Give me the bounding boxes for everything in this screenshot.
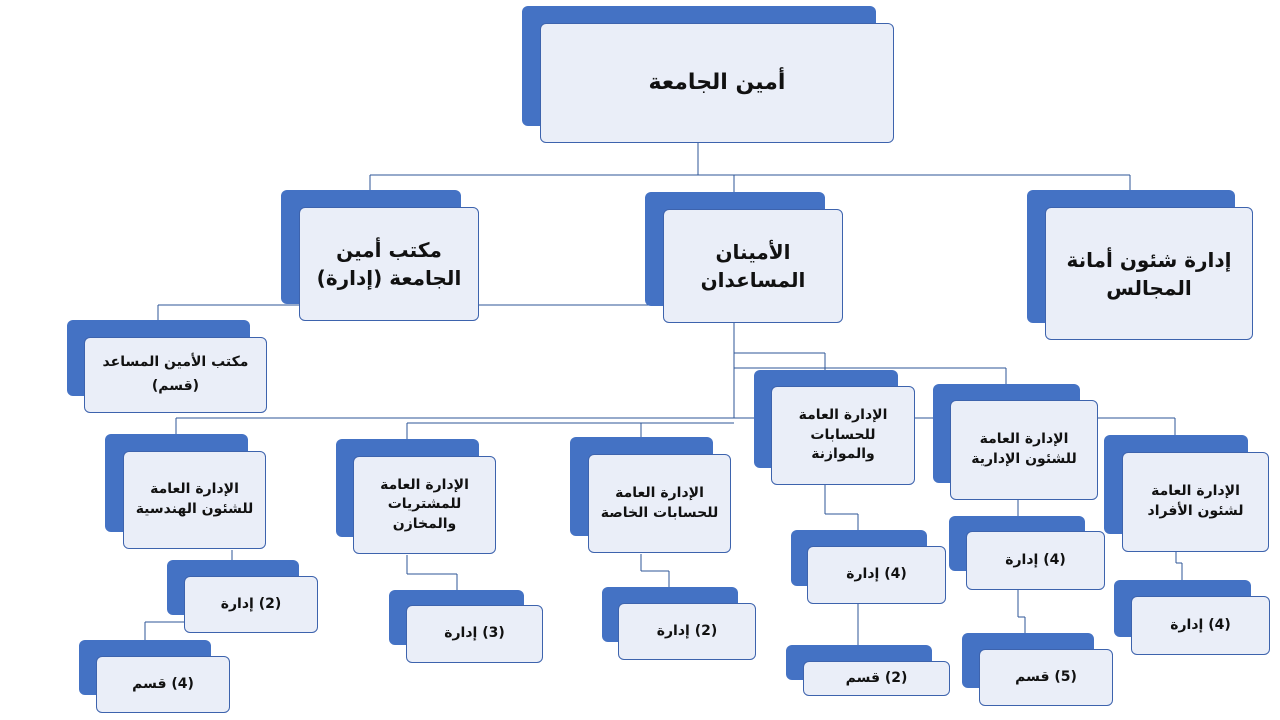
node-label: مكتب الأمين المساعد (قسم) xyxy=(84,337,267,413)
node-label: (4) إدارة xyxy=(966,531,1105,590)
node-label: الإدارة العامة لشئون الأفراد xyxy=(1122,452,1269,552)
node-label: الإدارة العامة للمشتريات والمخازن xyxy=(353,456,496,554)
node-label: أمين الجامعة xyxy=(540,23,894,143)
node-label: (2) إدارة xyxy=(618,603,756,660)
node-label: (2) إدارة xyxy=(184,576,318,633)
node-label: (5) قسم xyxy=(979,649,1113,706)
node-label: الإدارة العامة للحسابات الخاصة xyxy=(588,454,731,553)
node-label: الإدارة العامة للحسابات والموازنة xyxy=(771,386,915,485)
node-label: (4) إدارة xyxy=(807,546,946,604)
node-label: الإدارة العامة للشئون الإدارية xyxy=(950,400,1098,500)
node-label: الأمينان المساعدان xyxy=(663,209,843,323)
node-label: إدارة شئون أمانة المجالس xyxy=(1045,207,1253,340)
node-label: مكتب أمين الجامعة (إدارة) xyxy=(299,207,479,321)
node-label: (4) إدارة xyxy=(1131,596,1270,655)
node-label: الإدارة العامة للشئون الهندسية xyxy=(123,451,266,549)
node-label: (3) إدارة xyxy=(406,605,543,663)
node-label: (2) قسم xyxy=(803,661,950,696)
node-label: (4) قسم xyxy=(96,656,230,713)
